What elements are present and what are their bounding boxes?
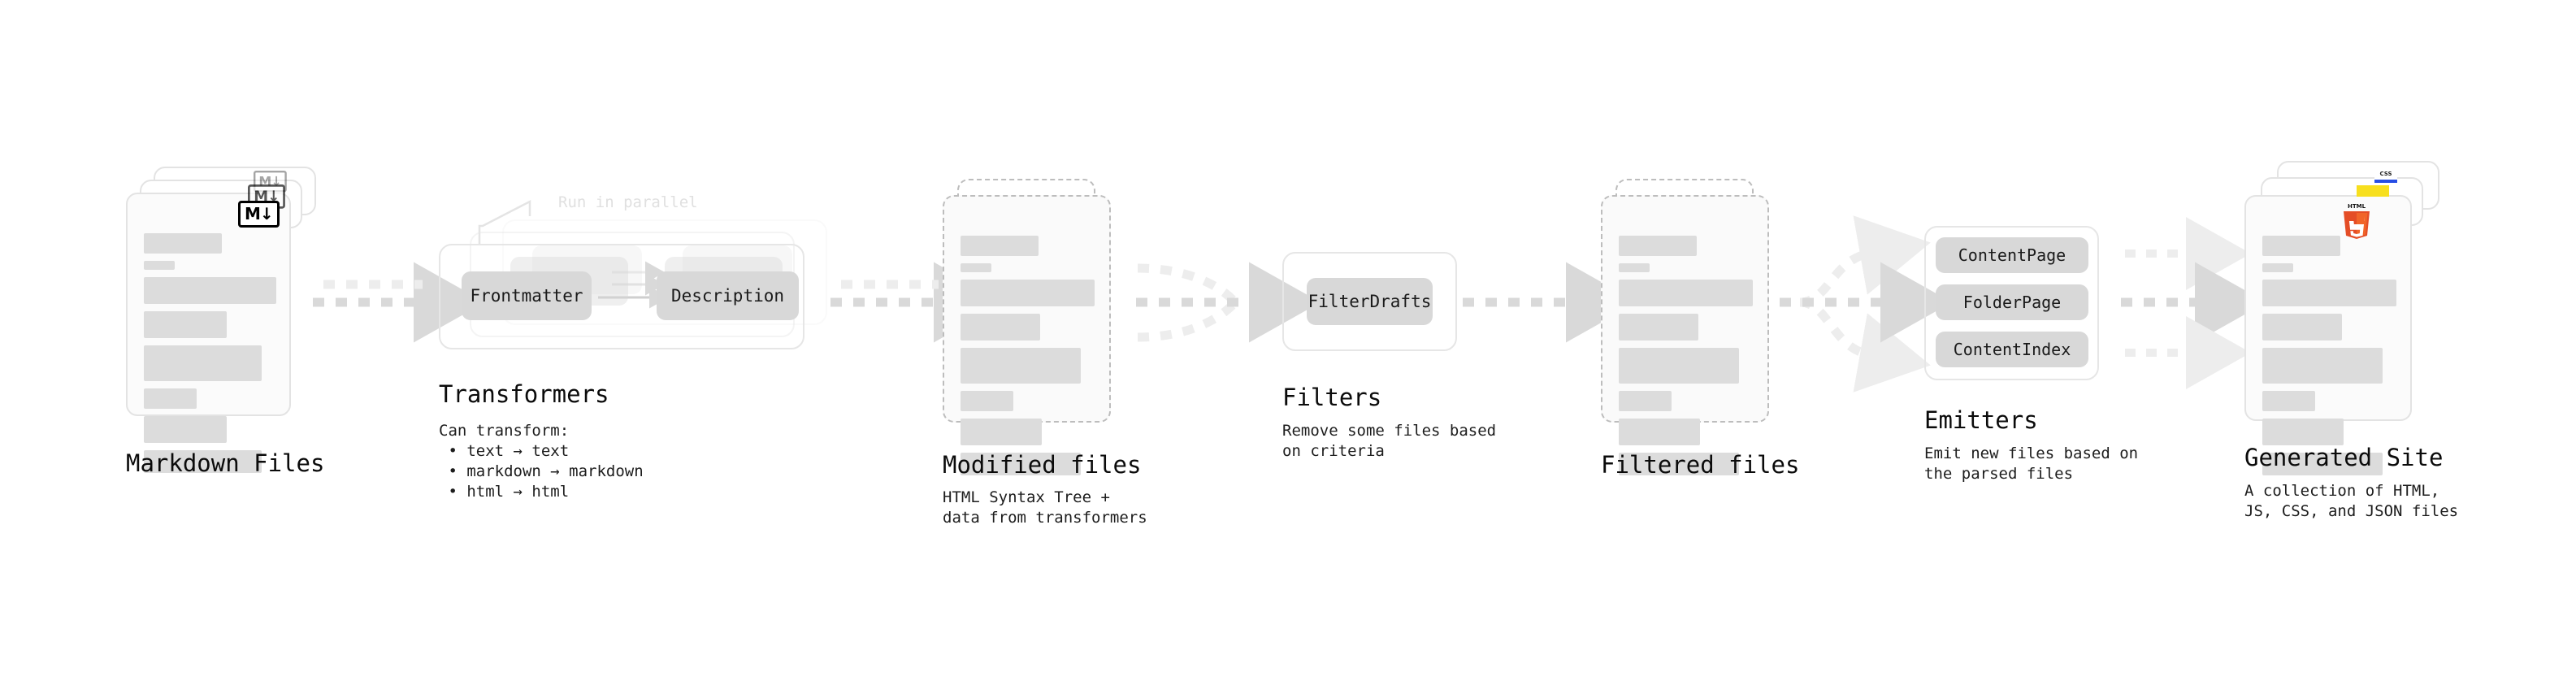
- arrow-emitters-to-site: [2121, 217, 2266, 389]
- skeleton-bar: [144, 345, 262, 381]
- skeleton-bar: [961, 280, 1095, 306]
- markdown-card-front: [126, 193, 291, 473]
- skeleton-bar: [144, 261, 175, 270]
- markdown-skeleton: [144, 233, 276, 480]
- arrow-modified-to-filters: [1136, 262, 1321, 343]
- stage-title-markdown-files: Markdown Files: [126, 449, 325, 477]
- emitters-chip-folderpage[interactable]: FolderPage: [1936, 284, 2088, 320]
- emitters-group-box: [1924, 226, 2099, 380]
- stage-markdown-files: M↓ M↓ M↓ Markdown Files: [126, 167, 329, 477]
- stage-title-filtered-files: Filtered files: [1601, 451, 1800, 479]
- stage-title-modified-files: Modified files: [943, 451, 1142, 479]
- transformer-group-front: [439, 244, 804, 349]
- site-card-front: [2244, 195, 2412, 475]
- skeleton-bar: [1619, 263, 1650, 272]
- stage-subtitle-filters: Remove some files based on criteria: [1282, 422, 1497, 460]
- skeleton-bar: [1619, 419, 1700, 445]
- skeleton-bar: [1619, 236, 1697, 256]
- skeleton-bar: [1619, 348, 1739, 384]
- filtered-card-stack: [1601, 179, 1804, 475]
- parallel-annotation: Run in parallel: [558, 193, 698, 211]
- arrow-markdown-to-transformers: [313, 262, 485, 343]
- stage-title-emitters: Emitters: [1924, 406, 2038, 434]
- skeleton-bar: [961, 348, 1081, 384]
- skeleton-bar: [2262, 391, 2315, 411]
- site-card-stack: CSS HTML: [2244, 161, 2472, 475]
- skeleton-bar: [1619, 453, 1739, 475]
- stage-modified-files: Modified files HTML Syntax Tree + data f…: [943, 179, 1147, 527]
- svg-text:HTML: HTML: [2348, 203, 2366, 210]
- modified-card-stack: [943, 179, 1146, 475]
- stage-title-filters: Filters: [1282, 384, 1382, 411]
- skeleton-bar: [144, 416, 227, 443]
- skeleton-bar: [144, 311, 227, 338]
- stage-title-generated-site: Generated Site: [2244, 444, 2444, 471]
- skeleton-bar: [144, 277, 276, 304]
- transformer-chip-description[interactable]: Description: [657, 271, 799, 320]
- emitters-chip-contentindex[interactable]: ContentIndex: [1936, 332, 2088, 367]
- skeleton-bar: [961, 419, 1042, 445]
- skeleton-bar: [144, 388, 197, 409]
- transformer-chip-frontmatter[interactable]: Frontmatter: [462, 271, 592, 320]
- filters-group-box: [1282, 252, 1457, 351]
- stage-subtitle-modified-files: HTML Syntax Tree + data from transformer…: [943, 488, 1147, 527]
- skeleton-bar: [961, 391, 1013, 411]
- filtered-skeleton: [1619, 236, 1753, 483]
- stage-subtitle-emitters: Emit new files based on the parsed files: [1924, 445, 2139, 483]
- modified-skeleton: [961, 236, 1095, 483]
- filters-chip-filterdrafts[interactable]: FilterDrafts: [1307, 278, 1433, 325]
- stage-filtered-files: Filtered files: [1601, 179, 1804, 479]
- js-icon: [2357, 185, 2389, 197]
- skeleton-bar: [2262, 236, 2340, 256]
- markdown-icon: M↓: [238, 201, 280, 228]
- skeleton-bar: [1619, 280, 1753, 306]
- skeleton-bar: [1619, 314, 1698, 340]
- skeleton-bar: [1619, 391, 1672, 411]
- arrow-transformers-to-modified: [830, 262, 1005, 343]
- skeleton-bar: [2262, 348, 2383, 384]
- emitters-chip-contentpage[interactable]: ContentPage: [1936, 237, 2088, 273]
- skeleton-bar: [2262, 314, 2342, 340]
- skeleton-bar: [961, 263, 991, 272]
- modified-card-front: [943, 195, 1111, 475]
- stage-title-transformers: Transformers: [439, 380, 609, 408]
- skeleton-bar: [144, 233, 222, 254]
- stage-generated-site: CSS HTML Generated Site A collection of …: [2244, 161, 2472, 520]
- skeleton-bar: [2262, 419, 2344, 445]
- skeleton-bar: [144, 450, 262, 473]
- skeleton-bar: [961, 236, 1039, 256]
- skeleton-bar: [961, 453, 1081, 475]
- skeleton-bar: [2262, 263, 2293, 272]
- stage-subtitle-generated-site: A collection of HTML, JS, CSS, and JSON …: [2244, 482, 2459, 520]
- skeleton-bar: [2262, 453, 2383, 475]
- site-skeleton: [2262, 236, 2396, 483]
- html5-shield-svg: HTML: [2344, 203, 2370, 239]
- stage-subtitle-transformers: Can transform: • text → text • markdown …: [439, 422, 644, 501]
- skeleton-bar: [2262, 280, 2396, 306]
- markdown-card-stack: M↓ M↓ M↓: [126, 167, 329, 473]
- html5-icon: HTML: [2340, 202, 2373, 239]
- skeleton-bar: [961, 314, 1040, 340]
- filtered-card-front: [1601, 195, 1769, 475]
- css-icon: CSS: [2374, 171, 2397, 183]
